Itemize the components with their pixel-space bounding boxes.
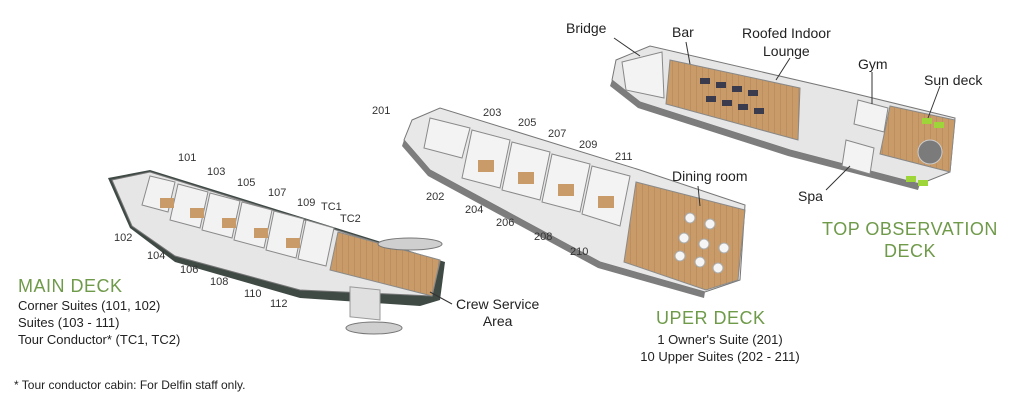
dining-room-label: Dining room <box>672 168 748 184</box>
spa-label: Spa <box>798 188 823 204</box>
bridge-room <box>621 51 665 99</box>
cabin-label: 211 <box>615 151 633 163</box>
cabin-label: TC1 <box>321 201 342 213</box>
cabin-label: 108 <box>210 276 229 288</box>
main-deck-line: Corner Suites (101, 102) <box>18 298 161 313</box>
upper-deck-line: 1 Owner's Suite (201) <box>657 332 783 347</box>
main-deck-line: Tour Conductor* (TC1, TC2) <box>18 332 181 347</box>
crew-service-area-floor <box>329 231 441 297</box>
spa-room <box>841 139 875 175</box>
gym-room <box>853 99 889 133</box>
cabin-label: 204 <box>465 204 484 216</box>
bar-label: Bar <box>672 24 694 40</box>
upper-deck-title: UPER DECK <box>656 308 766 328</box>
main-deck-line: Suites (103 - 111) <box>18 315 120 330</box>
cabin-label: 207 <box>548 128 567 140</box>
main-deck-description: Corner Suites (101, 102) Suites (103 - 1… <box>18 297 180 348</box>
upper-deck-cabins <box>423 117 631 227</box>
top-deck-ship <box>610 45 956 190</box>
cabin-label: 110 <box>244 288 262 300</box>
lounge-seating <box>700 78 764 114</box>
lifeboat <box>345 321 403 335</box>
top-deck-title: TOP OBSERVATION DECK <box>820 218 1000 262</box>
sun-loungers <box>906 118 944 186</box>
cabin-label: 106 <box>180 264 199 276</box>
upper-deck-line: 10 Upper Suites (202 - 211) <box>640 349 800 364</box>
cabin-label: 101 <box>178 152 197 164</box>
cabin-label: 112 <box>270 298 288 310</box>
cabin-label: 208 <box>534 231 553 243</box>
label-leader-lines <box>429 37 941 305</box>
cabin-label: 201 <box>372 105 391 117</box>
cabin-label: 210 <box>570 246 589 258</box>
cabin-label: 102 <box>114 232 133 244</box>
jacuzzi <box>917 139 943 165</box>
sun-deck-label: Sun deck <box>924 72 983 88</box>
gym-label: Gym <box>858 56 888 72</box>
cabin-label: 209 <box>579 139 598 151</box>
footnote: * Tour conductor cabin: For Delfin staff… <box>14 378 246 392</box>
cabin-label: 109 <box>297 197 316 209</box>
cabin-label: 103 <box>207 166 226 178</box>
top-deck-title-line: DECK <box>883 241 936 261</box>
cabin-label: 205 <box>518 117 537 129</box>
top-deck-side <box>610 80 920 190</box>
lifeboat <box>377 237 443 251</box>
bridge-label: Bridge <box>566 20 607 36</box>
upper-deck-description: 1 Owner's Suite (201) 10 Upper Suites (2… <box>620 331 820 365</box>
cabin-label: 202 <box>426 191 445 203</box>
dining-tables <box>674 212 730 274</box>
main-deck-ship <box>108 170 445 335</box>
upper-deck-ship <box>402 107 746 298</box>
cabin-label: 203 <box>483 107 502 119</box>
roofed-indoor-lounge-label: Roofed Indoor Lounge <box>742 25 831 59</box>
cabin-label: 105 <box>237 177 256 189</box>
cabin-label: TC2 <box>340 213 361 225</box>
cabin-label: 104 <box>147 250 166 262</box>
main-deck-title: MAIN DECK <box>18 276 123 296</box>
cabin-label: 206 <box>496 217 515 229</box>
main-deck-cabins <box>141 175 335 267</box>
lounge-floor <box>665 59 801 141</box>
crew-service-area-label: Crew Service Area <box>456 296 540 329</box>
cabin-label: 107 <box>268 187 287 199</box>
top-deck-title-line: TOP OBSERVATION <box>822 219 998 239</box>
